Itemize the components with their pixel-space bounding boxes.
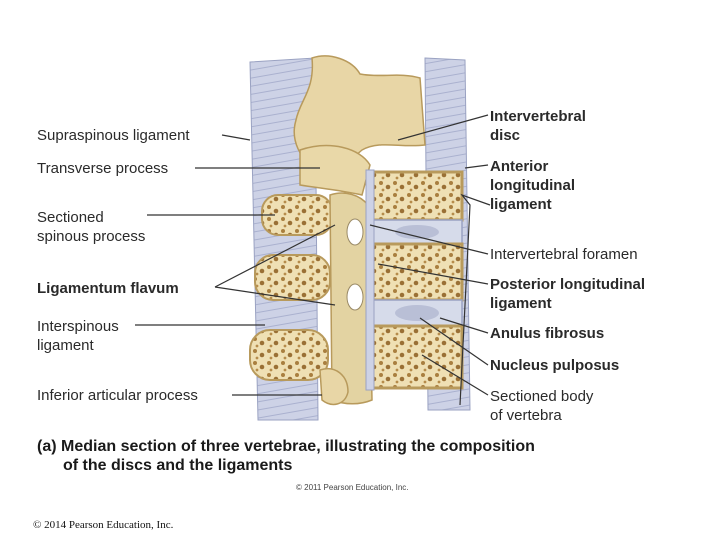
nucleus-1 <box>395 225 439 239</box>
label-interspinous-2: ligament <box>37 337 94 354</box>
label-nucleus-pulposus: Nucleus pulposus <box>490 357 620 374</box>
spinous-process-2 <box>254 254 331 301</box>
label-interspinous-1: Interspinous <box>37 318 119 335</box>
caption-line-1: (a) Median section of three vertebrae, i… <box>37 438 535 455</box>
label-sectioned-spinous-1: Sectioned <box>37 209 104 226</box>
footer-copyright: © 2014 Pearson Education, Inc. <box>33 519 174 531</box>
label-posterior-1: Posterior longitudinal <box>490 276 646 293</box>
inferior-articular-shape <box>319 368 349 406</box>
label-intervertebral-disc-1: Intervertebral <box>490 108 586 125</box>
label-sectioned-spinous-2: spinous process <box>37 228 146 245</box>
label-supraspinous-ligament: Supraspinous ligament <box>37 127 190 144</box>
leader-lines <box>135 114 491 406</box>
pearson-credit: © 2011 Pearson Education, Inc. <box>296 483 409 492</box>
nucleus-2 <box>395 305 439 321</box>
label-anterior-3: ligament <box>490 196 552 213</box>
label-anulus-fibrosus: Anulus fibrosus <box>490 325 605 342</box>
foramen-2 <box>346 283 364 311</box>
label-sectioned-body-2: of vertebra <box>490 407 562 424</box>
label-anterior-1: Anterior <box>490 158 549 175</box>
foramen-1 <box>346 218 364 246</box>
vertebral-body-2 <box>370 242 464 302</box>
vertebral-body-1 <box>370 170 464 222</box>
label-ligamentum-flavum: Ligamentum flavum <box>37 280 179 297</box>
caption-line-2: of the discs and the ligaments <box>63 457 293 474</box>
label-anterior-2: longitudinal <box>490 177 575 194</box>
posterior-ligament-strip <box>365 169 375 391</box>
label-intervertebral-disc-2: disc <box>490 127 521 144</box>
top-processes-shape <box>293 55 426 172</box>
transverse-process-shape <box>299 144 371 196</box>
label-transverse-process: Transverse process <box>37 160 169 177</box>
label-inferior-articular-process: Inferior articular process <box>37 387 198 404</box>
label-intervertebral-foramen: Intervertebral foramen <box>490 246 638 263</box>
label-sectioned-body-1: Sectioned body <box>490 388 594 405</box>
figure-caption: (a) Median section of three vertebrae, i… <box>37 437 535 475</box>
spinous-process-3 <box>249 329 329 381</box>
vertebral-body-3 <box>370 324 464 390</box>
label-posterior-2: ligament <box>490 295 552 312</box>
